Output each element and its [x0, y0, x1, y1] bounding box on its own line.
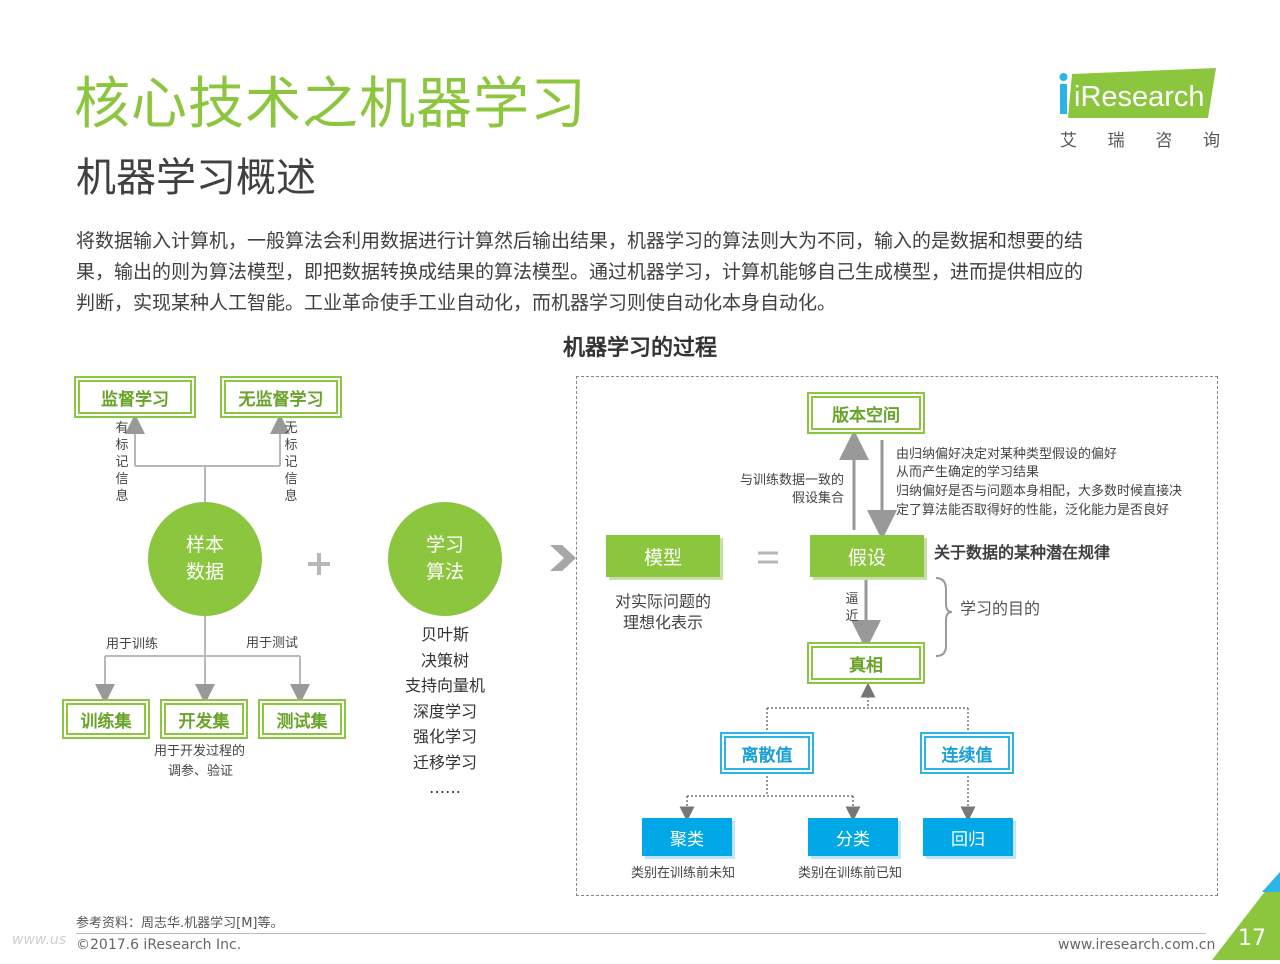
approach-label: 逼近: [845, 592, 859, 624]
model-note-line2: 理想化表示: [622, 613, 703, 632]
intro-line: 果，输出的则为算法模型，即把数据转换成结果的算法模型。通过机器学习，计算机能够自…: [76, 261, 1084, 283]
bias-line: 由归纳偏好决定对某种类型假设的偏好: [896, 447, 1118, 462]
logo-char: 询: [1202, 131, 1220, 151]
classification-note: 类别在训练前已知: [798, 866, 903, 881]
logo-char: 艾: [1060, 131, 1077, 151]
bias-line: 定了算法能否取得好的性能，泛化能力是否良好: [896, 503, 1170, 518]
test-set-box: 测试集: [258, 699, 346, 739]
consistent-line2: 假设集合: [791, 491, 844, 506]
page-number: 17: [1238, 926, 1266, 951]
regression-box: 回归: [923, 818, 1013, 856]
hypothesis-note: 关于数据的某种潜在规律: [934, 543, 1111, 562]
discrete-value-box: 离散值: [720, 732, 814, 774]
algorithm-list: 贝叶斯 决策树 支持向量机 深度学习 强化学习 迁移学习 ……: [380, 622, 510, 801]
classification-box: 分类: [808, 818, 898, 856]
diagram-title: 机器学习的过程: [562, 336, 717, 361]
labeled-info-label: 有标记信息: [115, 421, 129, 504]
continuous-value-box: 连续值: [920, 732, 1014, 774]
sample-data-circle: 样本数据: [148, 502, 262, 616]
watermark: www.us: [12, 932, 67, 948]
version-space-box: 版本空间: [807, 392, 925, 434]
logo-char: 咨: [1155, 131, 1173, 151]
unlabeled-info-label: 无标记信息: [284, 421, 298, 504]
model-note-line1: 对实际问题的: [614, 592, 711, 611]
sample-data-line2: 数据: [185, 561, 224, 583]
logo-subtitle: 艾 瑞 咨 询: [1060, 126, 1220, 151]
cluster-note: 类别在训练前未知: [631, 866, 736, 881]
footer-divider: [76, 933, 1206, 934]
dev-note-line2: 调参、验证: [168, 764, 234, 779]
unsupervised-learning-box: 无监督学习: [220, 376, 342, 418]
learning-goal-label: 学习的目的: [960, 599, 1041, 618]
algorithm-item: ……: [429, 778, 461, 797]
algorithm-item: 决策树: [420, 650, 469, 670]
algorithm-line2: 算法: [425, 561, 464, 583]
supervised-learning-box: 监督学习: [74, 376, 196, 418]
logo-brand-text: iResearch: [1074, 81, 1205, 113]
model-box: 模型: [606, 535, 720, 577]
dev-set-box: 开发集: [160, 699, 248, 739]
consistent-line1: 与训练数据一致的: [739, 473, 844, 488]
page-title: 核心技术之机器学习: [74, 72, 587, 137]
algorithm-item: 深度学习: [412, 701, 477, 721]
process-frame: [576, 376, 1218, 896]
for-training-label: 用于训练: [106, 637, 159, 652]
logo-char: 瑞: [1107, 131, 1125, 151]
iresearch-logo: iResearch: [1058, 68, 1218, 120]
intro-line: 判断，实现某种人工智能。工业革命使手工业自动化，而机器学习则使自动化本身自动化。: [76, 292, 837, 314]
learning-algorithm-circle: 学习算法: [388, 502, 502, 616]
algorithm-item: 贝叶斯: [420, 625, 469, 644]
footer-url: www.iresearch.com.cn: [1058, 937, 1216, 953]
hypothesis-box: 假设: [810, 535, 924, 577]
bias-line: 从而产生确定的学习结果: [896, 465, 1040, 480]
copyright: ©2017.6 iResearch Inc.: [76, 937, 242, 953]
algorithm-item: 强化学习: [412, 727, 477, 746]
for-testing-label: 用于测试: [246, 636, 299, 651]
training-set-box: 训练集: [62, 699, 150, 739]
page-corner: [1212, 872, 1280, 960]
algorithm-item: 支持向量机: [404, 676, 485, 695]
sample-data-line1: 样本: [185, 534, 224, 556]
intro-line: 将数据输入计算机，一般算法会利用数据进行计算然后输出结果，机器学习的算法则大为不…: [76, 230, 1084, 252]
source-note: 参考资料：周志华.机器学习[M]等。: [76, 916, 284, 931]
bias-line: 归纳偏好是否与问题本身相配，大多数时候直接决: [896, 484, 1183, 499]
algorithm-line1: 学习: [425, 534, 464, 556]
page-subtitle: 机器学习概述: [76, 155, 316, 201]
dev-note-line1: 用于开发过程的: [154, 744, 246, 759]
algorithm-item: 迁移学习: [412, 752, 477, 772]
truth-box: 真相: [807, 642, 925, 684]
clustering-box: 聚类: [642, 818, 732, 856]
intro-paragraph: 将数据输入计算机，一般算法会利用数据进行计算然后输出结果，机器学习的算法则大为不…: [76, 226, 1216, 319]
